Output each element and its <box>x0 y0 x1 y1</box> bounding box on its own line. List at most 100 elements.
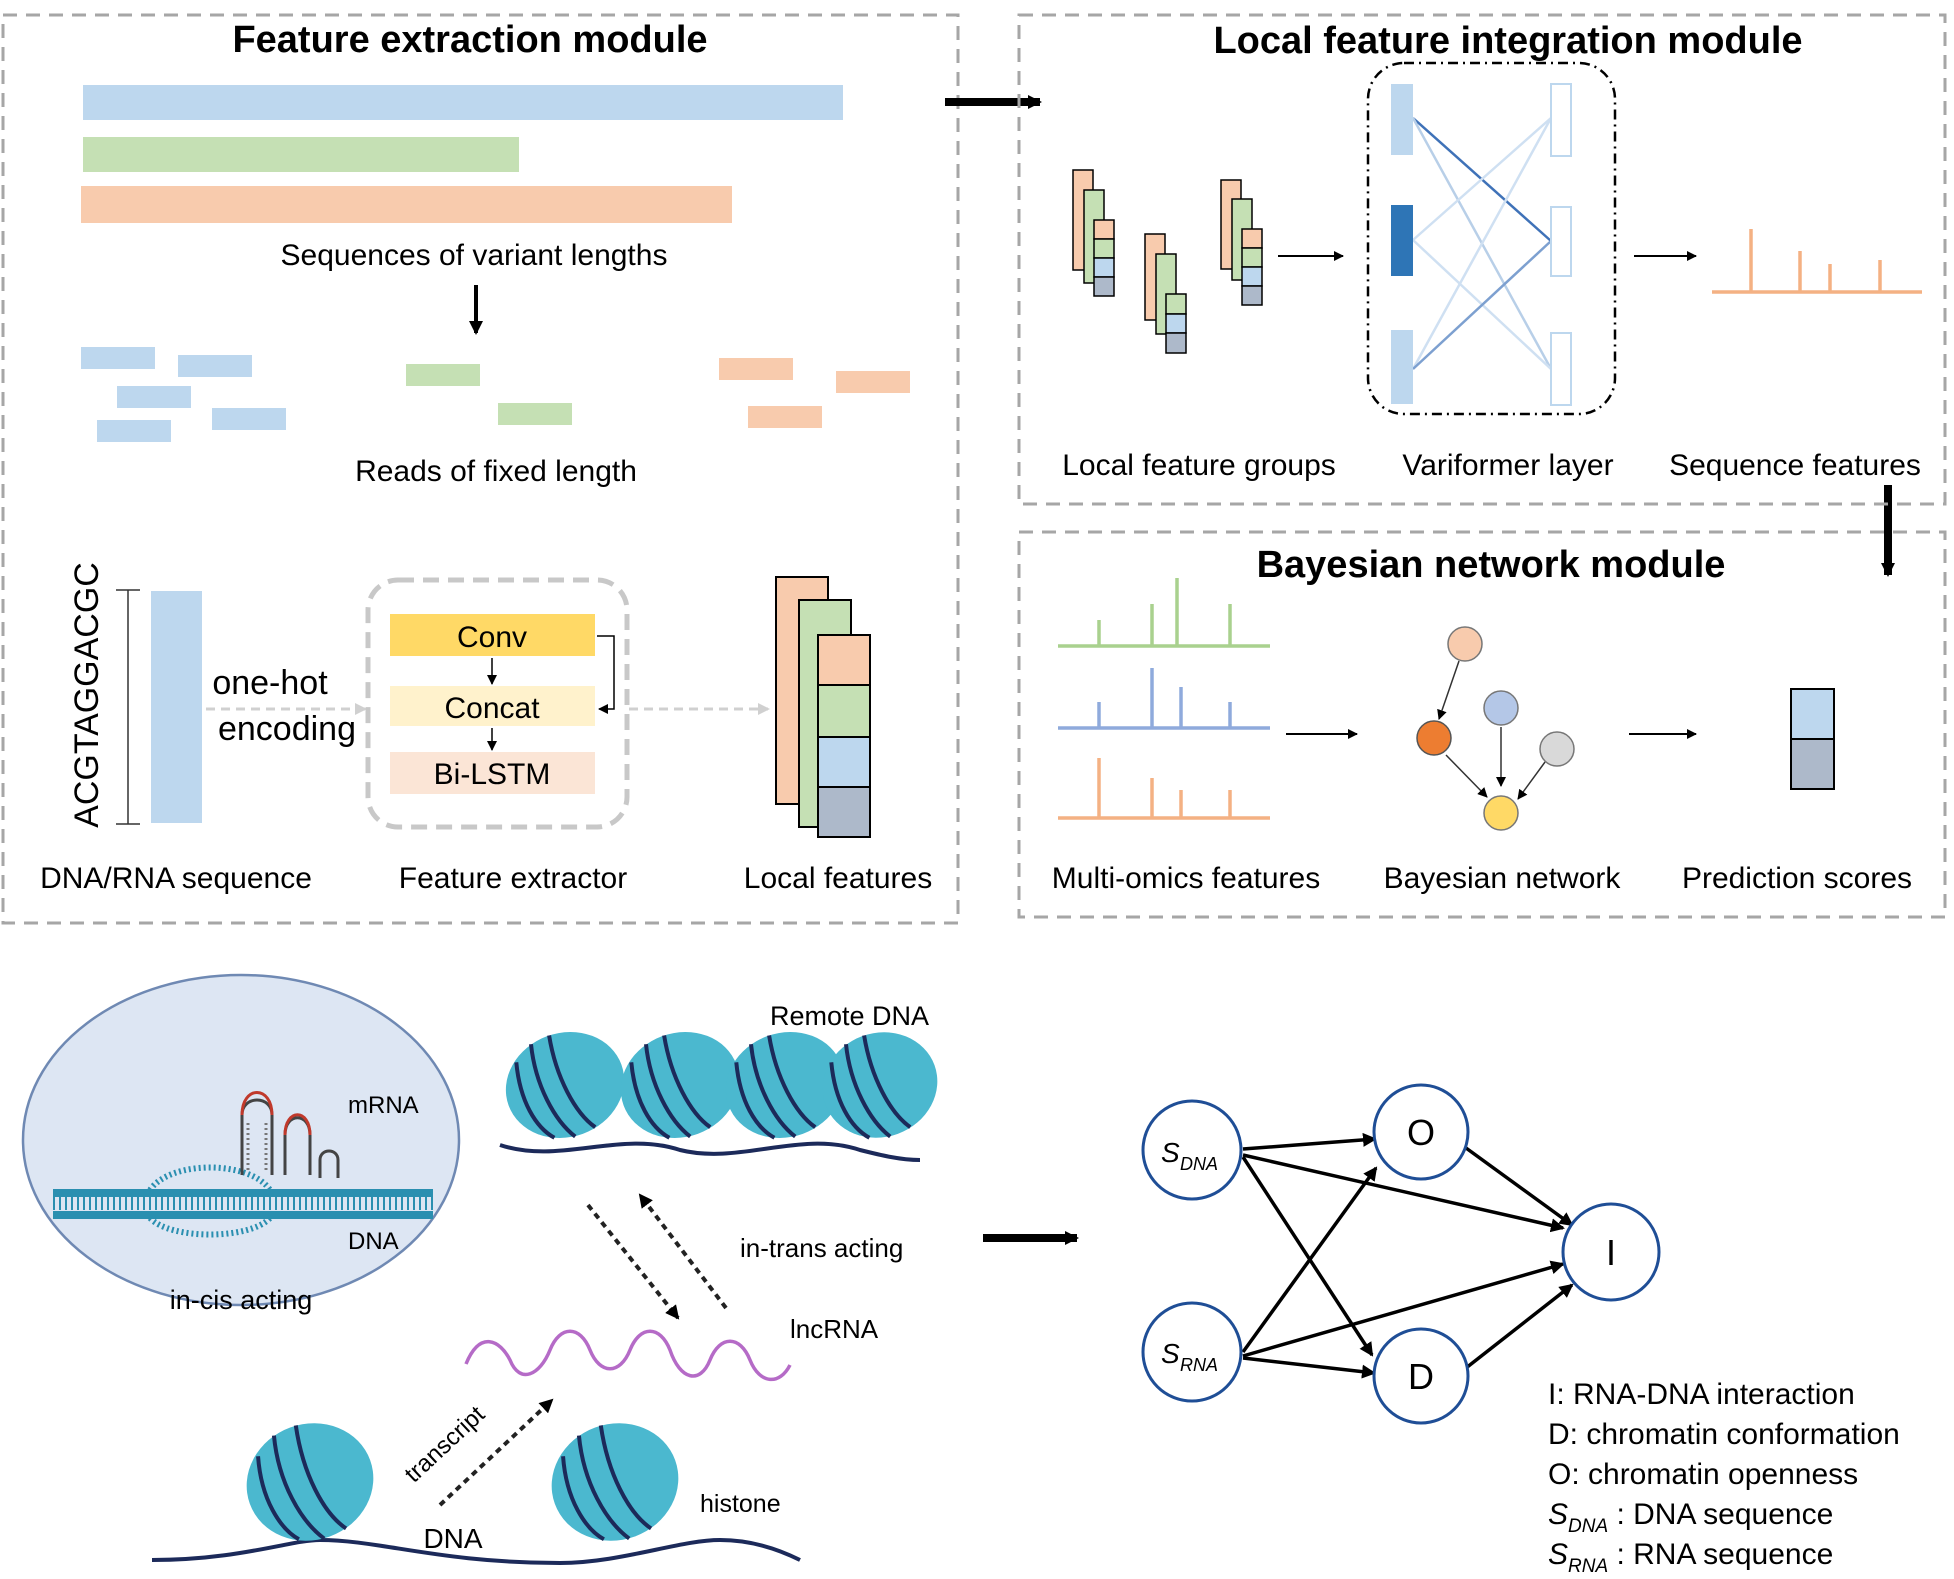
trans-arrow-up <box>638 1193 728 1310</box>
dna-bottom-label: DNA <box>423 1523 482 1554</box>
svg-text:RNA: RNA <box>1180 1355 1218 1375</box>
svg-text:S: S <box>1161 1338 1180 1369</box>
sequence-bar-blue <box>83 85 843 120</box>
module-border <box>1 13 960 925</box>
conv-layer <box>390 614 595 656</box>
feature-group-1 <box>1072 169 1115 297</box>
reads-label: Reads of fixed length <box>355 455 637 488</box>
bayesian-network-label: Bayesian network <box>1384 862 1622 895</box>
bayesian-module: Bayesian network module <box>1017 530 1947 919</box>
feature-extractor-box <box>365 577 630 830</box>
transcript-label: transcript <box>400 1401 491 1488</box>
dna-sequence-text: ACGTAGGACGC <box>68 562 106 828</box>
local-features-label: Local features <box>744 862 932 895</box>
histone-label: histone <box>700 1490 781 1518</box>
reads-blue <box>81 347 286 442</box>
dna-rna-sequence-label: DNA/RNA sequence <box>40 862 312 895</box>
mrna-hairpins <box>240 1091 340 1178</box>
legend-o: O: chromatin openness <box>1548 1458 1858 1491</box>
svg-text:S: S <box>1161 1137 1180 1168</box>
local-feature-groups-label: Local feature groups <box>1062 449 1336 482</box>
bilstm-layer <box>390 752 595 794</box>
concat-layer <box>390 686 595 726</box>
omics-spikes-orange <box>1058 758 1270 820</box>
module-title: Local feature integration module <box>1213 20 1802 62</box>
concat-label: Concat <box>444 692 540 725</box>
prediction-scores-label: Prediction scores <box>1682 862 1912 895</box>
multi-omics-label: Multi-omics features <box>1052 862 1320 895</box>
mrna-label: mRNA <box>348 1092 419 1119</box>
one-hot-label-1: one-hot <box>212 664 328 702</box>
variformer-layer-label: Variformer layer <box>1402 449 1613 482</box>
bilstm-label: Bi-LSTM <box>434 758 551 791</box>
module-title: Feature extraction module <box>232 19 707 61</box>
legend-d: D: chromatin conformation <box>1548 1418 1900 1451</box>
variformer-input-node-3 <box>1391 330 1413 404</box>
in-cis-label: in-cis acting <box>170 1285 313 1315</box>
one-hot-label-2: encoding <box>218 710 356 748</box>
remote-dna-label: Remote DNA <box>770 1001 929 1031</box>
mini-node-gray <box>1539 731 1575 767</box>
dna-double-helix <box>53 1164 433 1238</box>
node-i: I <box>1561 1202 1661 1302</box>
bottom-nucleosome-right <box>551 1423 679 1541</box>
feature-extractor-label: Feature extractor <box>399 862 627 895</box>
module-border <box>1017 530 1947 919</box>
biology-illustration: mRNA DNA in-cis acting Remote DNA <box>21 973 938 1566</box>
bottom-nucleosome-left <box>246 1423 374 1541</box>
node-s-rna: S RNA <box>1141 1301 1243 1403</box>
graph-edges <box>1241 1132 1574 1379</box>
mini-node-blue <box>1483 690 1519 726</box>
bottom-dna-strand <box>151 1537 801 1566</box>
transcript-arrow <box>438 1398 554 1507</box>
feature-extraction-module: Feature extraction module Sequences of v… <box>1 13 960 925</box>
prediction-scores-box <box>1790 688 1835 790</box>
sequence-bar-green <box>83 137 519 172</box>
module-title: Bayesian network module <box>1257 544 1726 586</box>
mini-node-yellow <box>1483 795 1519 831</box>
sequences-label: Sequences of variant lengths <box>281 239 668 272</box>
conv-label: Conv <box>457 621 527 654</box>
graph-legend: I: RNA-DNA interaction D: chromatin conf… <box>1548 1378 1900 1577</box>
remote-nucleosomes <box>505 1032 938 1140</box>
svg-text:I: I <box>1606 1232 1616 1273</box>
reads-green <box>406 364 572 425</box>
feature-group-2 <box>1144 233 1187 354</box>
feature-group-3 <box>1220 179 1263 306</box>
node-s-dna: S DNA <box>1141 1099 1243 1201</box>
omics-spikes-green <box>1058 578 1270 648</box>
reads-orange <box>719 358 910 428</box>
lncrna-strand <box>464 1329 792 1382</box>
in-trans-label: in-trans acting <box>740 1233 903 1263</box>
local-features-stack <box>775 576 871 838</box>
node-o: O <box>1372 1083 1470 1181</box>
variformer-input-node-2 <box>1391 205 1413 276</box>
mini-node-orange-light <box>1447 626 1483 662</box>
legend-i: I: RNA-DNA interaction <box>1548 1378 1855 1411</box>
variformer-output-node-1 <box>1550 83 1572 157</box>
svg-text:DNA: DNA <box>1180 1154 1218 1174</box>
variformer-output-node-2 <box>1550 206 1572 277</box>
lncrna-label: lncRNA <box>790 1314 879 1344</box>
variformer-box <box>1366 61 1617 416</box>
module-border <box>1017 13 1947 506</box>
variformer-output-node-3 <box>1550 332 1572 406</box>
sequence-features-label: Sequence features <box>1669 449 1921 482</box>
skip-connection-arrow <box>597 635 615 714</box>
causal-graph: S DNA S RNA O D I <box>1141 1083 1661 1425</box>
variformer-connections <box>1411 117 1553 370</box>
svg-text:O: O <box>1407 1112 1435 1153</box>
legend-s-dna: SDNA : DNA sequence <box>1548 1498 1833 1537</box>
local-integration-module: Local feature integration module <box>1017 13 1947 506</box>
variformer-input-node-1 <box>1391 84 1413 155</box>
mini-network-edges <box>1437 660 1546 800</box>
sequence-bar-orange <box>81 186 732 223</box>
node-d: D <box>1372 1327 1470 1425</box>
omics-spikes-blue <box>1058 668 1270 730</box>
length-bracket <box>116 589 140 825</box>
trans-arrow-down <box>586 1203 680 1320</box>
sequence-features-spikes <box>1712 229 1922 294</box>
mini-node-orange-dark <box>1416 720 1452 756</box>
legend-s-rna: SRNA : RNA sequence <box>1548 1538 1833 1577</box>
